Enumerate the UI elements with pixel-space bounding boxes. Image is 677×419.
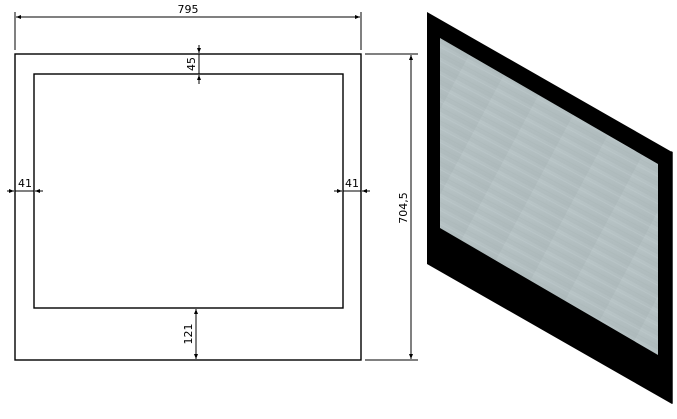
front-view: 795 704,5 45 121 41 <box>7 3 418 361</box>
bottom-border-label: 121 <box>182 324 195 345</box>
overall-width-label: 795 <box>178 3 199 16</box>
glass-panel <box>440 38 658 355</box>
dimension-overall-height: 704,5 <box>365 53 418 361</box>
outer-frame-outline <box>14 53 362 361</box>
isometric-view <box>427 12 673 404</box>
dimension-top-border: 45 <box>185 45 201 84</box>
dimension-right-border: 41 <box>334 177 370 193</box>
top-border-label: 45 <box>185 57 198 71</box>
dimension-bottom-border: 121 <box>182 309 198 359</box>
overall-height-label: 704,5 <box>397 192 410 224</box>
left-border-label: 41 <box>18 177 32 190</box>
inner-opening-outline <box>33 73 344 309</box>
right-border-label: 41 <box>345 177 359 190</box>
dimension-left-border: 41 <box>7 177 43 193</box>
dimension-overall-width: 795 <box>14 3 362 50</box>
